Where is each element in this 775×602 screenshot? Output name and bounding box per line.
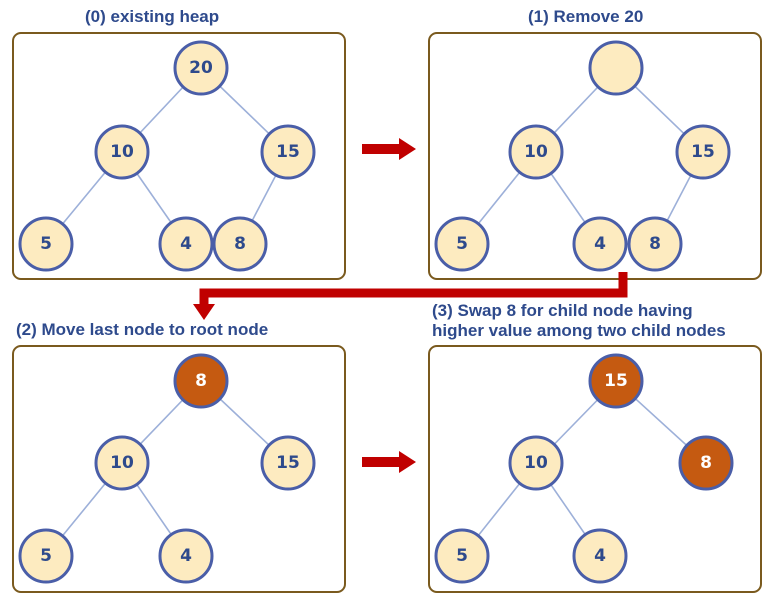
svg-text:15: 15 <box>691 142 715 162</box>
heap-node: 15 <box>675 124 731 180</box>
svg-text:8: 8 <box>234 234 246 254</box>
heap-node: 8 <box>627 216 683 272</box>
svg-text:4: 4 <box>594 546 606 566</box>
heap-node: 5 <box>434 216 490 272</box>
svg-text:10: 10 <box>524 142 548 162</box>
heap-node: 4 <box>572 216 628 272</box>
svg-text:10: 10 <box>524 453 548 473</box>
heap-node: 5 <box>434 528 490 584</box>
heap-node: 15 <box>260 124 316 180</box>
heap-node: 10 <box>94 124 150 180</box>
heap-node: 5 <box>18 216 74 272</box>
svg-text:4: 4 <box>594 234 606 254</box>
caption-step1: (1) Remove 20 <box>528 7 644 26</box>
tree-step2: 8 10 15 5 4 <box>18 353 316 584</box>
tree-step0: 20 10 15 5 4 8 <box>18 40 316 272</box>
caption-step3-line1: (3) Swap 8 for child node having <box>432 301 693 320</box>
arrow-step1-to-2 <box>193 272 628 320</box>
caption-step0: (0) existing heap <box>85 7 220 26</box>
tree-step3: 15 10 8 5 4 <box>434 353 734 584</box>
svg-text:10: 10 <box>110 453 134 473</box>
heap-node-highlight: 8 <box>678 435 734 491</box>
svg-text:15: 15 <box>276 453 300 473</box>
svg-text:8: 8 <box>649 234 661 254</box>
heap-node: 8 <box>212 216 268 272</box>
svg-text:5: 5 <box>40 234 52 254</box>
heap-node-highlight: 15 <box>588 353 644 409</box>
svg-text:5: 5 <box>456 234 468 254</box>
svg-text:8: 8 <box>700 453 712 473</box>
svg-text:5: 5 <box>456 546 468 566</box>
heap-node-empty <box>588 40 644 96</box>
heap-node: 10 <box>94 435 150 491</box>
svg-text:5: 5 <box>40 546 52 566</box>
svg-text:10: 10 <box>110 142 134 162</box>
svg-text:8: 8 <box>195 371 207 391</box>
heap-node: 4 <box>158 528 214 584</box>
heap-node: 20 <box>173 40 229 96</box>
svg-text:4: 4 <box>180 234 192 254</box>
svg-text:4: 4 <box>180 546 192 566</box>
caption-step3-line2: higher value among two child nodes <box>432 321 726 340</box>
svg-text:20: 20 <box>189 58 213 78</box>
heap-node: 10 <box>508 124 564 180</box>
heap-node-highlight: 8 <box>173 353 229 409</box>
tree-step1: 10 15 5 4 8 <box>434 40 731 272</box>
heap-node: 15 <box>260 435 316 491</box>
heap-node: 10 <box>508 435 564 491</box>
arrow-step0-to-1 <box>362 138 416 160</box>
heap-node: 4 <box>572 528 628 584</box>
heap-node: 5 <box>18 528 74 584</box>
caption-step2: (2) Move last node to root node <box>16 320 269 339</box>
svg-text:15: 15 <box>276 142 300 162</box>
svg-text:15: 15 <box>604 371 628 391</box>
arrow-step2-to-3 <box>362 451 416 473</box>
heap-node: 4 <box>158 216 214 272</box>
